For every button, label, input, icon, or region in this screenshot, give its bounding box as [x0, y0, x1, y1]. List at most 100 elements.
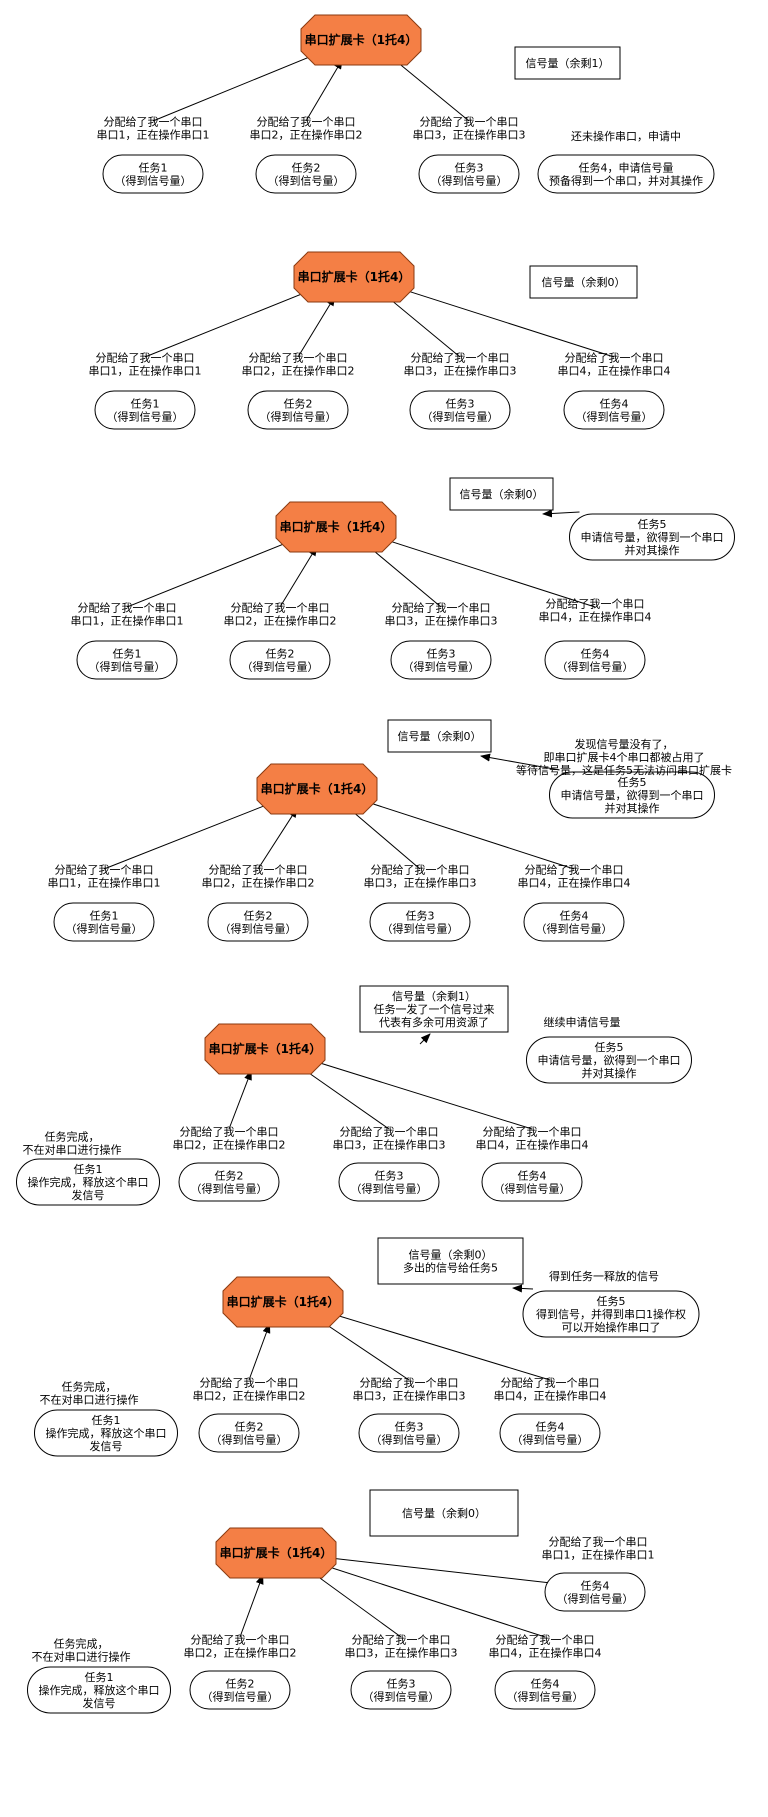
arrow-task4-to-card [367, 533, 596, 608]
label-task3: 分配给了我一个串口串口3，正在操作串口3 [353, 1377, 466, 1403]
task-task3-text-line: （得到信号量） [403, 661, 480, 674]
task-task4-text-line: 任务4 [560, 910, 589, 923]
arrow-signal-to-semaphore [419, 1033, 431, 1045]
semaphore-text-line: 信号量（余剩0） [398, 729, 482, 743]
label-task2: 分配给了我一个串口串口2，正在操作串口2 [250, 116, 363, 142]
task-task4-text-line: （得到信号量） [536, 923, 613, 936]
arrow-task4-to-card [296, 1054, 533, 1130]
task-task2-text: 任务2（得到信号量） [202, 1678, 279, 1704]
task-task2-text-line: 任务2 [266, 648, 295, 661]
task-task1-text-line: 任务1 [131, 398, 160, 411]
arrow-task2-to-card [279, 545, 318, 608]
task-task5-shape [549, 771, 715, 819]
task-task5-text-line: 得到信号，并得到串口1操作权 [536, 1307, 686, 1321]
task-task3-text: 任务3（得到信号量） [351, 1170, 428, 1196]
label-task4-line: 串口4，正在操作串口4 [558, 364, 671, 378]
task-task2-text-line: 任务2 [235, 1421, 264, 1434]
task-task4-text: 任务4（得到信号量） [536, 910, 613, 936]
task-task4-text-line: 任务4，申请信号量 [579, 162, 674, 175]
task-task2-text-line: 任务2 [244, 910, 273, 923]
label-task4-line: 串口4，正在操作串口4 [518, 876, 631, 890]
label-task5-line: 即串口扩展卡4个串口都被占用了 [544, 750, 705, 764]
label-task5: 发现信号量没有了，即串口扩展卡4个串口都被占用了等待信号量，这是任务5无法访问串… [516, 737, 732, 777]
label-task5: 继续申请信号量 [544, 1015, 621, 1029]
label-task1-line: 不在对串口进行操作 [32, 1650, 131, 1664]
task-task1-text: 任务1（得到信号量） [107, 398, 184, 424]
task-task1-text-line: 任务1 [85, 1671, 114, 1684]
serial-card-label: 串口扩展卡（1托4） [280, 519, 393, 534]
task-task1-text-line: （得到信号量） [89, 661, 166, 674]
task-task4-text-line: 预备得到一个串口，并对其操作 [549, 174, 703, 188]
label-task2-line: 串口2，正在操作串口2 [193, 1389, 306, 1403]
label-task2: 分配给了我一个串口串口2，正在操作串口2 [173, 1126, 286, 1152]
task-task1-text-line: 发信号 [72, 1188, 105, 1202]
task-task3-shape [369, 902, 471, 942]
task-task4-shape [537, 154, 715, 194]
task-task2-shape [247, 390, 349, 430]
task-task1-shape [34, 1409, 178, 1457]
stage-4: 串口扩展卡（1托4）信号量（余剩0）任务1（得到信号量）任务2（得到信号量）任务… [48, 719, 732, 942]
task-task4-text: 任务4（得到信号量） [494, 1170, 571, 1196]
serial-card-label: 串口扩展卡（1托4） [261, 781, 374, 796]
label-task2: 分配给了我一个串口串口2，正在操作串口2 [202, 864, 315, 890]
task-task5-text-line: 任务4 [581, 1580, 610, 1593]
task-task3-text-line: 任务3 [387, 1678, 416, 1691]
label-task2: 分配给了我一个串口串口2，正在操作串口2 [224, 602, 337, 628]
label-task4-line: 分配给了我一个串口 [565, 352, 664, 365]
label-task2: 分配给了我一个串口串口2，正在操作串口2 [242, 352, 355, 378]
serial-card-label: 串口扩展卡（1托4） [298, 269, 411, 284]
label-task2-line: 分配给了我一个串口 [209, 864, 308, 877]
semaphore-text-line: 信号量（余剩0） [542, 275, 626, 289]
label-task1: 分配给了我一个串口串口1，正在操作串口1 [89, 352, 202, 378]
task-task5-shape [526, 1036, 692, 1084]
task-task4-shape [499, 1413, 601, 1453]
label-task4-line: 分配给了我一个串口 [501, 1377, 600, 1390]
task-task4-text-line: （得到信号量） [494, 1183, 571, 1196]
task-task5-text-line: 可以开始操作串口了 [562, 1320, 661, 1334]
label-task1-line: 任务完成， [62, 1380, 117, 1394]
task-task2-text: 任务2（得到信号量） [191, 1170, 268, 1196]
task-task4-text-line: 任务4 [518, 1170, 547, 1183]
label-task2-line: 串口2，正在操作串口2 [250, 128, 363, 142]
task-task4-text-line: 任务4 [600, 398, 629, 411]
label-task1-line: 不在对串口进行操作 [40, 1393, 139, 1407]
semaphore-text-line: 信号量（余剩0） [460, 487, 544, 501]
label-task2-line: 串口2，正在操作串口2 [184, 1646, 297, 1660]
serial-card-octagon [256, 763, 378, 815]
arrow-task2-to-card [305, 58, 343, 122]
semaphore-text-line: 信号量（余剩0） [409, 1248, 493, 1262]
task-task2-shape [189, 1670, 291, 1710]
serial-card-octagon [300, 14, 422, 66]
label-task4-line: 分配给了我一个串口 [483, 1126, 582, 1139]
label-task2-line: 分配给了我一个串口 [231, 602, 330, 615]
label-task3-line: 串口3，正在操作串口3 [353, 1389, 466, 1403]
task-task2-text-line: 任务2 [284, 398, 313, 411]
semaphore-box [387, 719, 492, 753]
task-task3-text-line: （得到信号量） [382, 923, 459, 936]
label-task3-line: 串口3，正在操作串口3 [345, 1646, 458, 1660]
label-task1: 分配给了我一个串口串口1，正在操作串口1 [71, 602, 184, 628]
task-task4-text-line: （得到信号量） [557, 661, 634, 674]
task-task5-text-line: 并对其操作 [582, 1066, 637, 1080]
label-task1-line: 串口1，正在操作串口1 [97, 128, 210, 142]
label-task4-line: 分配给了我一个串口 [546, 598, 645, 611]
arrow-task2-to-card [239, 1574, 264, 1638]
label-task2-line: 分配给了我一个串口 [200, 1377, 299, 1390]
task-task3-text-line: 任务3 [427, 648, 456, 661]
task-task3-shape [390, 640, 492, 680]
serial-card-octagon [204, 1023, 326, 1075]
task-task2-text-line: （得到信号量） [202, 1691, 279, 1704]
label-task1-line: 分配给了我一个串口 [96, 352, 195, 365]
task-task3-shape [338, 1162, 440, 1202]
task-task1-text-line: （得到信号量） [66, 923, 143, 936]
task-task1-text-line: 操作完成，释放这个串口 [46, 1426, 167, 1440]
semaphore-box [514, 46, 621, 80]
stage-5: 串口扩展卡（1托4）信号量（余剩1）任务一发了一个信号过来代表有多余可用资源了任… [16, 985, 692, 1206]
arrow-task1-to-card [152, 48, 331, 122]
task-task2-shape [178, 1162, 280, 1202]
task-task3-shape [350, 1670, 452, 1710]
label-task3-line: 串口3，正在操作串口3 [385, 614, 498, 628]
task-task2-text: 任务2（得到信号量） [268, 162, 345, 188]
